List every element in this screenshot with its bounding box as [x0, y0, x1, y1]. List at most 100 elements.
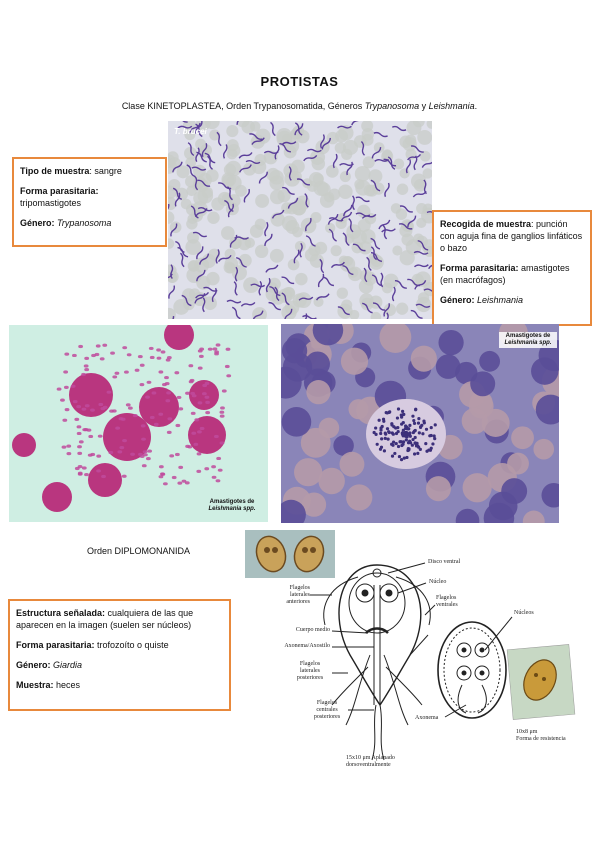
trypanosome [361, 213, 377, 219]
amastigote [124, 370, 129, 374]
red-blood-cell [254, 244, 269, 259]
trypanosome [288, 166, 292, 181]
trypanosome [355, 196, 370, 203]
amastigote [191, 431, 197, 435]
red-blood-cell [363, 184, 376, 197]
amastigote [205, 411, 211, 415]
red-blood-cell [226, 125, 239, 138]
trypanosome [417, 239, 429, 251]
trypanosome [374, 158, 390, 162]
red-blood-cell [285, 202, 299, 215]
red-blood-cell [339, 171, 351, 183]
amastigote [147, 449, 152, 453]
amastigote [149, 355, 155, 360]
red-blood-cell [370, 311, 382, 319]
amastigote [198, 354, 204, 358]
red-blood-cell [187, 213, 198, 225]
amastigote [413, 435, 417, 440]
cell [461, 407, 488, 434]
red-blood-cell [390, 203, 402, 214]
amastigote [197, 430, 202, 434]
red-blood-cell [426, 121, 432, 129]
trypanosome [265, 277, 271, 293]
amastigote [160, 350, 166, 354]
trypanosome [282, 186, 295, 195]
amastigote [81, 466, 87, 470]
trypanosome [322, 276, 334, 287]
amastigote [196, 469, 202, 473]
red-blood-cell [183, 146, 197, 160]
amastigote [432, 434, 436, 438]
red-blood-cell [169, 157, 181, 169]
amastigote [165, 358, 171, 362]
amastigote [226, 374, 232, 378]
cell [470, 371, 496, 397]
amastigote [211, 475, 217, 479]
amastigote [399, 440, 403, 444]
amastigote [132, 413, 138, 418]
amastigote [412, 421, 417, 425]
amastigote [393, 451, 397, 456]
amastigote [76, 431, 82, 436]
trypanosome [182, 121, 188, 123]
cell [346, 484, 373, 511]
red-blood-cell [325, 222, 336, 234]
trypanosome [426, 211, 432, 214]
trypanosome [371, 274, 382, 287]
trypanosome [245, 159, 261, 165]
red-blood-cell [402, 137, 417, 152]
genero-line: Género: Leishmania [440, 295, 524, 305]
trypanosome [170, 264, 174, 280]
amastigote [63, 385, 69, 389]
trypanosome [337, 306, 350, 316]
trypanosome [222, 144, 228, 159]
amastigote [158, 412, 164, 416]
amastigote [424, 427, 429, 431]
trypanosome [407, 153, 422, 161]
red-blood-cell [313, 180, 329, 196]
amastigote [411, 414, 415, 418]
trypanosome [252, 310, 264, 319]
amastigote [197, 401, 203, 405]
amastigote [382, 449, 387, 453]
amastigote [84, 356, 90, 361]
macrophage-nucleus [188, 416, 226, 454]
trypanosome [320, 134, 325, 149]
red-blood-cell [339, 256, 356, 272]
label-axonema: Axonema [415, 715, 439, 721]
trypanosome [362, 302, 373, 314]
red-blood-cell [417, 129, 432, 145]
trypanosome [384, 182, 390, 197]
cell [438, 329, 464, 356]
amastigote [401, 440, 406, 444]
red-blood-cell [176, 165, 190, 179]
cell [318, 417, 340, 439]
red-blood-cell [168, 211, 175, 224]
amastigote [90, 452, 96, 457]
cell [535, 394, 559, 425]
cell [522, 510, 545, 523]
trypanosome [407, 278, 421, 287]
trypanosome [381, 228, 396, 233]
red-blood-cell [285, 220, 300, 235]
amastigote [417, 416, 421, 421]
amastigote [421, 432, 425, 436]
trypanosome [304, 193, 309, 208]
amastigote [211, 465, 216, 469]
amastigote [84, 404, 90, 408]
trypanosome [383, 303, 390, 317]
amastigote [420, 423, 424, 427]
trypanosome [392, 125, 407, 132]
amastigote [158, 465, 164, 469]
amastigote [193, 442, 199, 446]
amastigote [151, 391, 157, 395]
trypanosome [175, 240, 185, 253]
trypanosome [414, 280, 427, 290]
amastigote [374, 426, 378, 430]
amastigote [414, 407, 418, 411]
trypanosome [317, 273, 325, 288]
amastigote [397, 454, 402, 459]
